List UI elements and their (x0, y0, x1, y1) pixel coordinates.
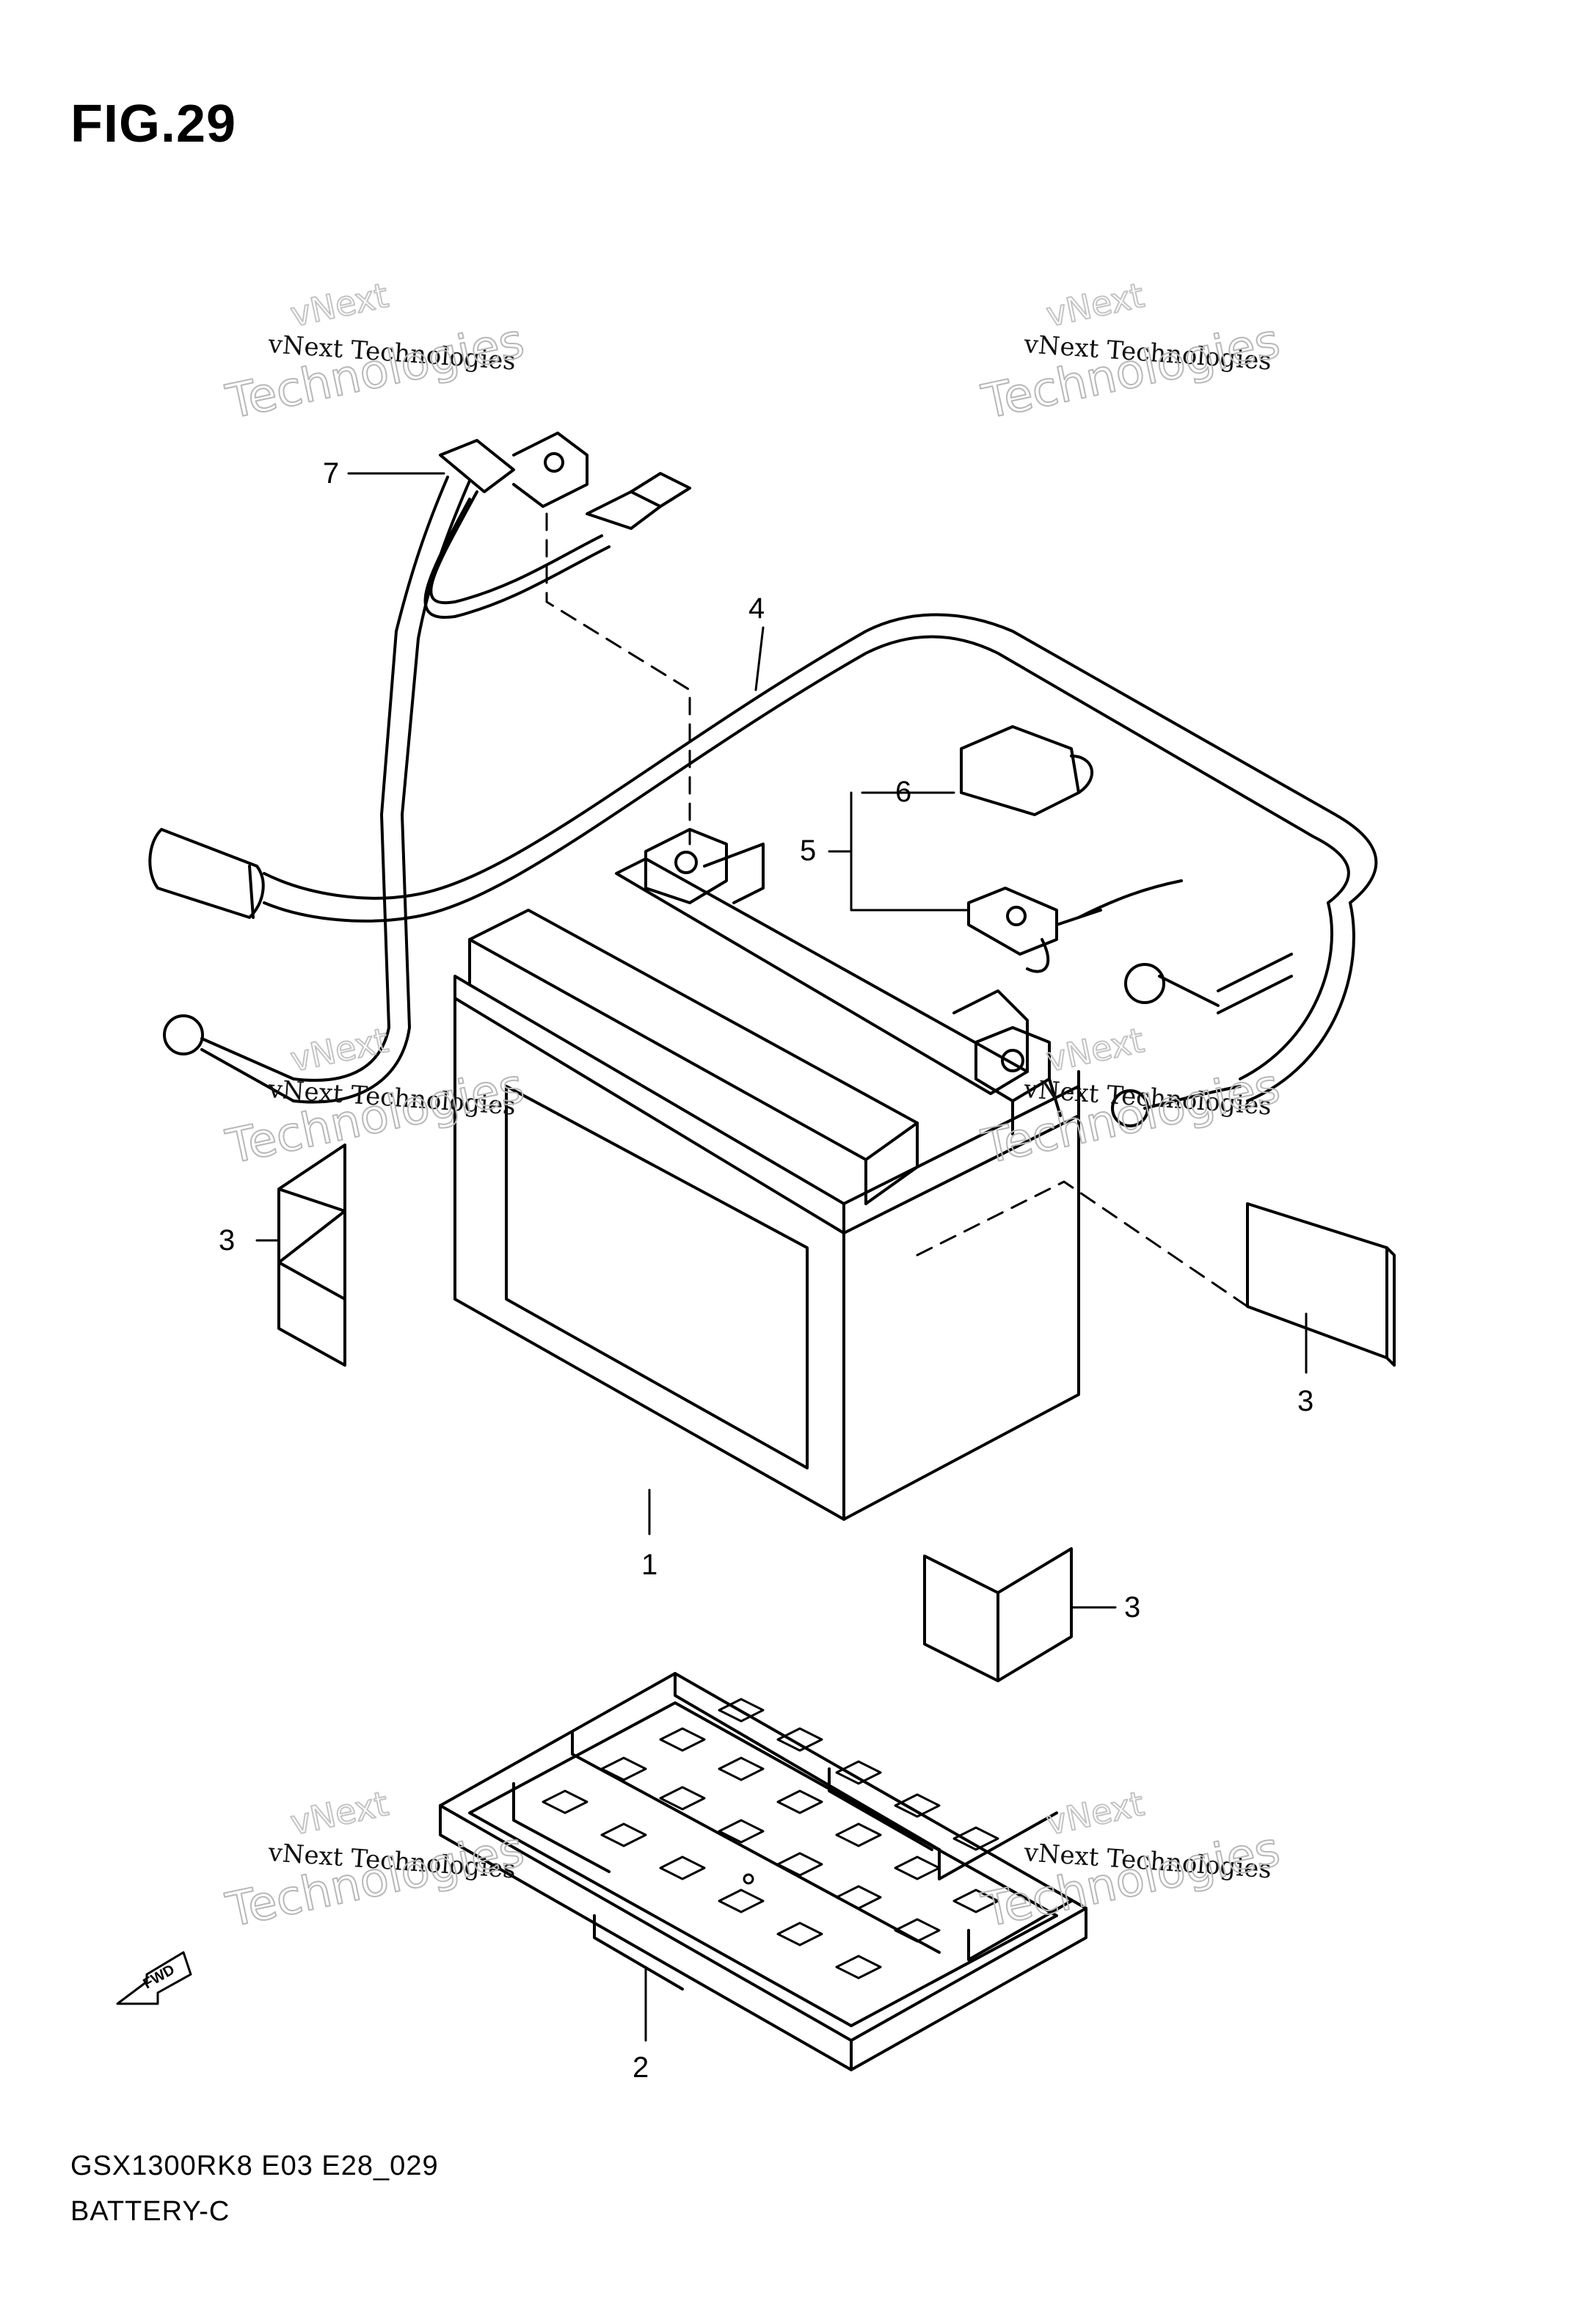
callout-5: 5 (800, 835, 816, 867)
callout-3-right: 3 (1297, 1385, 1313, 1417)
svg-text:vNext: vNext (1043, 275, 1148, 335)
callout-4: 4 (748, 592, 765, 625)
watermark-top-left: vNext vNext Technologies Technologies (221, 275, 530, 431)
figure-code: GSX1300RK8 E03 E28_029 (70, 2151, 439, 2181)
callout-2: 2 (633, 2051, 649, 2084)
svg-text:vNext: vNext (1043, 1020, 1148, 1080)
svg-text:Technologies: Technologies (977, 1822, 1285, 1938)
terminal-clamp (967, 879, 1183, 973)
svg-text:Technologies: Technologies (222, 1059, 529, 1175)
forward-arrow-icon: FWD (116, 1951, 192, 2005)
svg-text:vNext: vNext (287, 275, 392, 335)
watermark-top-right: vNext vNext Technologies Technologies (977, 275, 1286, 431)
callout-1: 1 (641, 1549, 657, 1581)
callout-3-left: 3 (219, 1224, 235, 1257)
svg-text:Technologies: Technologies (222, 1822, 529, 1938)
callout-3-bottom: 3 (1124, 1591, 1140, 1624)
svg-text:Technologies: Technologies (977, 314, 1285, 430)
assembly-lines (545, 512, 1249, 1308)
svg-text:vNext: vNext (287, 1020, 392, 1080)
figure-title: FIG.29 (70, 95, 237, 153)
svg-text:Technologies: Technologies (977, 1059, 1285, 1175)
svg-text:vNext: vNext (287, 1784, 392, 1843)
svg-text:Technologies: Technologies (222, 314, 529, 430)
svg-text:vNext: vNext (1043, 1784, 1148, 1843)
pad-bottom (923, 1547, 1073, 1682)
callout-7: 7 (323, 457, 339, 490)
positive-lead-wire (163, 432, 691, 1104)
callout-6: 6 (895, 776, 911, 808)
battery-tray (439, 1672, 1087, 2071)
battery (453, 828, 1080, 1521)
pad-right (1246, 1202, 1396, 1367)
terminal-cover (960, 725, 1094, 816)
watermark-bottom-right: vNext vNext Technologies Technologies (977, 1783, 1286, 1939)
watermark-middle-left: vNext vNext Technologies Technologies (221, 1019, 530, 1176)
leader-lines (255, 472, 1308, 2042)
watermark-middle-right: vNext vNext Technologies Technologies (977, 1019, 1286, 1176)
pad-left (277, 1144, 346, 1367)
figure-caption: BATTERY-C (70, 2196, 230, 2227)
